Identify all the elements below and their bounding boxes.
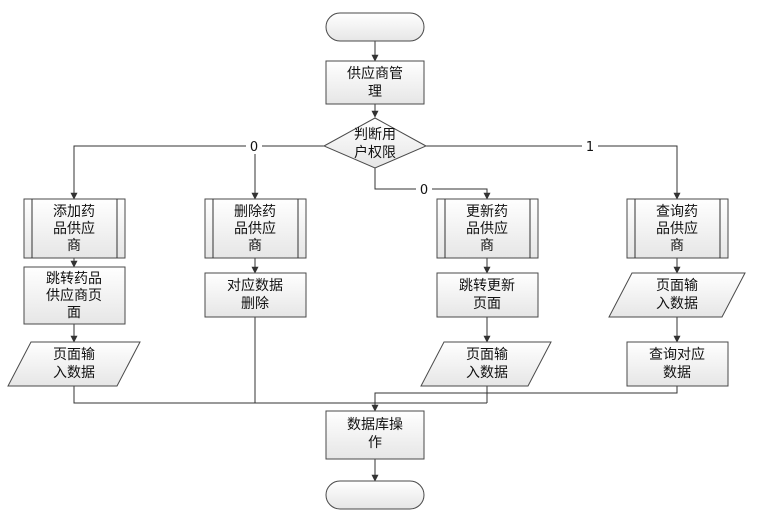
decision-line2: 户权限 bbox=[354, 144, 396, 161]
edge-decision-to-query bbox=[424, 145, 681, 200]
add-supplier-process: 添加药 品供应 商 bbox=[23, 198, 126, 259]
end-terminator bbox=[325, 480, 425, 510]
edge-labels: 0 0 1 bbox=[246, 138, 598, 198]
update-input-line1: 页面输 bbox=[466, 347, 508, 363]
permission-decision: 判断用 户权限 bbox=[322, 117, 428, 169]
query-input-line1: 页面输 bbox=[656, 278, 698, 294]
query-line2: 品供应 bbox=[656, 220, 698, 237]
supplier-mgmt-line1: 供应商管 bbox=[347, 65, 403, 82]
connectors bbox=[70, 41, 681, 482]
query-supplier-process: 查询药 品供应 商 bbox=[626, 198, 729, 259]
query-data-line2: 数据 bbox=[663, 365, 691, 381]
jump-add-page-box: 跳转药品 供应商页 面 bbox=[23, 266, 126, 325]
update-supplier-process: 更新药 品供应 商 bbox=[436, 198, 539, 259]
delete-line3: 商 bbox=[248, 238, 262, 254]
edge-label-right: 1 bbox=[586, 140, 594, 155]
edge-merge-left bbox=[73, 386, 487, 404]
add-line1: 添加药 bbox=[53, 204, 95, 220]
query-line3: 商 bbox=[670, 238, 684, 254]
db-op-line2: 作 bbox=[368, 435, 382, 451]
jump-add-line1: 跳转药品 bbox=[46, 271, 102, 287]
db-op-line1: 数据库操 bbox=[347, 417, 403, 433]
database-operation-box: 数据库操 作 bbox=[325, 410, 425, 460]
delete-line2: 品供应 bbox=[234, 220, 276, 237]
add-input-line1: 页面输 bbox=[53, 347, 95, 363]
jump-update-line1: 跳转更新 bbox=[459, 278, 515, 294]
query-data-line1: 查询对应 bbox=[649, 346, 705, 363]
query-input-line2: 入数据 bbox=[656, 296, 698, 312]
edge-label-down: 0 bbox=[420, 183, 428, 198]
update-input-line2: 入数据 bbox=[466, 365, 508, 381]
delete-data-line2: 删除 bbox=[241, 296, 269, 312]
delete-data-line1: 对应数据 bbox=[227, 277, 283, 294]
query-line1: 查询药 bbox=[656, 204, 698, 220]
edge-merge-to-db bbox=[371, 386, 678, 412]
query-input-parallelogram: 页面输 入数据 bbox=[608, 272, 746, 318]
jump-add-line3: 面 bbox=[67, 305, 81, 321]
edge-decision-to-add bbox=[70, 145, 326, 200]
supplier-mgmt-box: 供应商管 理 bbox=[325, 60, 425, 105]
add-line2: 品供应 bbox=[53, 220, 95, 237]
supplier-mgmt-line2: 理 bbox=[368, 84, 382, 100]
jump-update-page-box: 跳转更新 页面 bbox=[436, 272, 539, 318]
update-input-parallelogram: 页面输 入数据 bbox=[420, 341, 552, 387]
delete-line1: 删除药 bbox=[234, 204, 276, 220]
update-line2: 品供应 bbox=[466, 220, 508, 237]
add-line3: 商 bbox=[67, 238, 81, 254]
start-terminator bbox=[325, 12, 425, 42]
delete-data-box: 对应数据 删除 bbox=[204, 272, 307, 318]
add-input-parallelogram: 页面输 入数据 bbox=[7, 341, 141, 387]
decision-line1: 判断用 bbox=[354, 127, 396, 143]
edge-label-left: 0 bbox=[250, 140, 258, 155]
add-input-line2: 入数据 bbox=[53, 365, 95, 381]
delete-supplier-process: 删除药 品供应 商 bbox=[204, 198, 307, 259]
jump-update-line2: 页面 bbox=[473, 296, 501, 312]
jump-add-line2: 供应商页 bbox=[46, 287, 102, 304]
update-line1: 更新药 bbox=[466, 204, 508, 220]
update-line3: 商 bbox=[480, 238, 494, 254]
query-data-box: 查询对应 数据 bbox=[626, 341, 729, 387]
